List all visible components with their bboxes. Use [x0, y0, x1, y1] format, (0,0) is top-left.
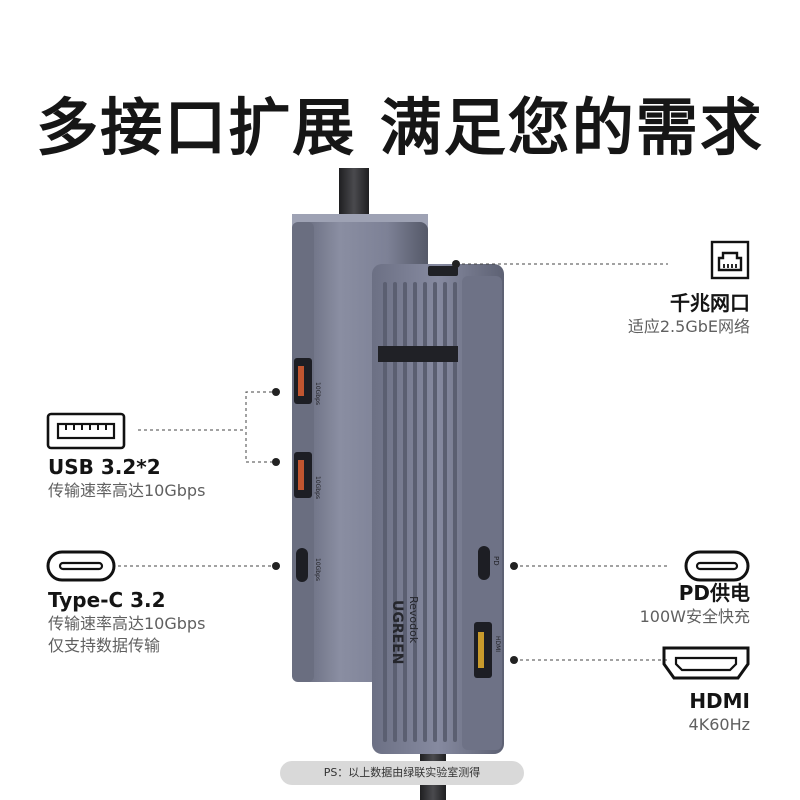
front-slot — [378, 346, 458, 362]
hdmi-title: HDMI — [689, 689, 750, 713]
usb-a-port-2: 10Gbps — [294, 452, 321, 499]
usb-title: USB 3.2*2 — [48, 455, 161, 479]
typec-desc-2: 仅支持数据传输 — [48, 636, 161, 655]
ethernet-port — [428, 266, 458, 276]
usb-a-port-1: 10Gbps — [294, 358, 321, 405]
brand-mark: UGREEN — [389, 600, 405, 664]
usb-a-port-icon — [46, 412, 126, 450]
heat-sink-fins — [383, 282, 457, 742]
ethernet-port-icon — [710, 240, 750, 280]
usb-c-port-icon — [684, 550, 750, 582]
ethernet-title: 千兆网口 — [670, 291, 750, 315]
hub-front-unit: UGREEN Revodok PD HDMI — [372, 264, 504, 754]
typec-title: Type-C 3.2 — [48, 588, 166, 612]
model-mark: Revodok — [407, 596, 420, 644]
footnote: PS：以上数据由绿联实验室测得 — [280, 761, 524, 785]
usb-c-port-icon — [46, 550, 116, 582]
usb-desc: 传输速率高达10Gbps — [48, 481, 206, 500]
svg-text:10Gbps: 10Gbps — [314, 382, 321, 405]
hdmi-port-icon — [662, 646, 750, 680]
usb-label: USB 3.2*2 传输速率高达10Gbps — [48, 454, 205, 502]
ethernet-desc: 适应2.5GbE网络 — [627, 317, 750, 336]
svg-text:PD: PD — [492, 556, 500, 566]
pd-title: PD供电 — [678, 581, 750, 605]
hdmi-desc: 4K60Hz — [688, 715, 750, 734]
usb-c-port-back: 10Gbps — [296, 548, 321, 582]
callout-lines — [118, 263, 668, 661]
svg-text:10Gbps: 10Gbps — [314, 558, 321, 581]
page-headline: 多接口扩展 满足您的需求 — [36, 91, 764, 164]
hdmi-label: HDMI 4K60Hz — [689, 688, 750, 736]
pd-desc: 100W安全快充 — [639, 607, 750, 626]
hdmi-port: HDMI — [474, 622, 501, 678]
ethernet-label: 千兆网口 适应2.5GbE网络 — [628, 290, 750, 338]
svg-text:10Gbps: 10Gbps — [314, 476, 321, 499]
typec-label: Type-C 3.2 传输速率高达10Gbps 仅支持数据传输 — [48, 587, 205, 657]
typec-desc-1: 传输速率高达10Gbps — [48, 614, 206, 633]
pd-label: PD供电 100W安全快充 — [640, 580, 750, 628]
pd-port: PD — [478, 546, 500, 580]
callout-dots — [272, 260, 518, 664]
svg-text:HDMI: HDMI — [494, 636, 501, 652]
